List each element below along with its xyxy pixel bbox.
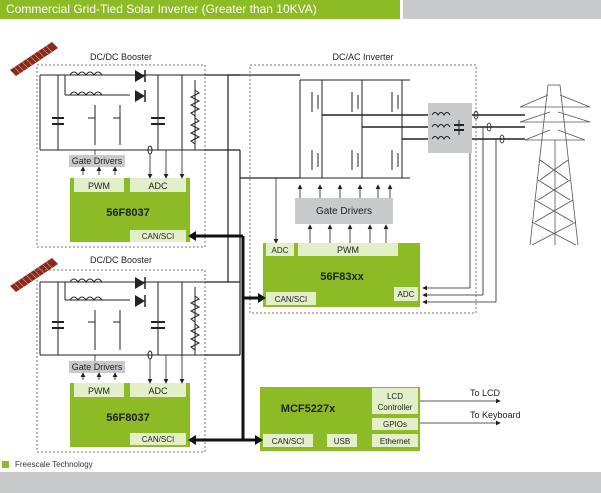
lcd-label-line1: LCD bbox=[387, 392, 403, 401]
gate-drivers-label: Gate Drivers bbox=[72, 156, 123, 166]
to-keyboard-label: To Keyboard bbox=[470, 410, 521, 420]
ethernet-label: Ethernet bbox=[380, 437, 411, 446]
dc-ac-inverter: DC/AC Inverter bbox=[249, 52, 525, 314]
usb-block bbox=[327, 434, 357, 447]
usb-label: USB bbox=[334, 437, 350, 446]
adc-label: ADC bbox=[272, 246, 289, 255]
pwm-block bbox=[298, 243, 398, 256]
title-divider bbox=[400, 0, 403, 19]
adc-label: ADC bbox=[398, 290, 415, 299]
gpios-label: GPIOs bbox=[383, 420, 407, 429]
phase-outputs bbox=[322, 114, 525, 140]
solar-panel-icon bbox=[10, 42, 58, 76]
chip-label: 56F8037 bbox=[106, 207, 149, 219]
to-lcd-label: To LCD bbox=[470, 388, 501, 398]
can-sci-block bbox=[266, 292, 316, 305]
solar-panel-icon bbox=[10, 258, 58, 292]
legend-swatch bbox=[2, 461, 9, 469]
booster-label: DC/DC Booster bbox=[90, 255, 152, 265]
lcd-label-line2: Controller bbox=[378, 403, 413, 412]
gate-drivers-block bbox=[69, 155, 125, 167]
adc-block-left bbox=[266, 243, 294, 256]
chip-label: 56F83xx bbox=[320, 271, 364, 283]
can-sci-label: CAN/SCI bbox=[272, 437, 304, 446]
can-sci-block bbox=[130, 230, 186, 242]
dc-dc-booster-1: DC/DC Booster bbox=[36, 52, 206, 248]
adc-block-right bbox=[394, 287, 418, 301]
pwm-label: PWM bbox=[88, 386, 110, 396]
can-sci-block bbox=[263, 434, 313, 447]
pwm-label: PWM bbox=[337, 245, 359, 255]
can-sci-label: CAN/SCI bbox=[142, 232, 174, 241]
chip-label: MCF5227x bbox=[281, 403, 336, 415]
pwm-block bbox=[74, 178, 124, 192]
legend-label: Freescale Technology bbox=[15, 460, 93, 469]
inverter-bridge bbox=[299, 79, 410, 179]
can-sci-label: CAN/SCI bbox=[142, 435, 174, 444]
gate-drivers-label: Gate Drivers bbox=[72, 362, 123, 372]
pwm-block bbox=[74, 383, 124, 397]
gate-drivers-block bbox=[295, 198, 393, 224]
title-bar: Commercial Grid-Tied Solar Inverter (Gre… bbox=[0, 0, 400, 19]
dc-bus bbox=[205, 74, 300, 356]
transmission-tower-icon bbox=[519, 84, 591, 246]
diode-icon bbox=[135, 295, 145, 307]
mcu-mcf5227x-section: MCF5227x CAN/SCI USB LCD Controller GPIO… bbox=[260, 387, 521, 451]
lcd-controller-block bbox=[372, 388, 418, 414]
ethernet-block bbox=[372, 434, 418, 447]
booster-label: DC/DC Booster bbox=[90, 52, 152, 62]
adc-block bbox=[130, 178, 186, 192]
gate-drivers-block bbox=[69, 361, 125, 373]
legend: Freescale Technology bbox=[2, 460, 93, 469]
title-bar-extension bbox=[403, 0, 601, 19]
booster-circuit bbox=[39, 278, 205, 356]
communication-bus bbox=[190, 234, 264, 442]
gate-drivers-label: Gate Drivers bbox=[316, 206, 372, 217]
diode-icon bbox=[135, 277, 145, 289]
adc-label: ADC bbox=[148, 386, 168, 396]
diode-icon bbox=[135, 70, 145, 82]
chip-label: 56F8037 bbox=[106, 412, 149, 424]
gpios-block bbox=[372, 418, 418, 430]
adc-label: ADC bbox=[148, 181, 168, 191]
diode-icon bbox=[135, 90, 145, 102]
inverter-label: DC/AC Inverter bbox=[332, 52, 393, 62]
dc-dc-booster-2: DC/DC Booster bbox=[36, 255, 206, 453]
pwm-label: PWM bbox=[88, 181, 110, 191]
adc-block bbox=[130, 383, 186, 397]
can-sci-block bbox=[130, 433, 186, 445]
booster-circuit bbox=[39, 71, 205, 151]
communication-bus-arrows bbox=[188, 231, 266, 445]
can-sci-label: CAN/SCI bbox=[275, 295, 307, 304]
page-title: Commercial Grid-Tied Solar Inverter (Gre… bbox=[6, 2, 317, 16]
filter-inductor-capacitor-icon bbox=[428, 103, 472, 153]
footer-bar bbox=[0, 472, 601, 493]
